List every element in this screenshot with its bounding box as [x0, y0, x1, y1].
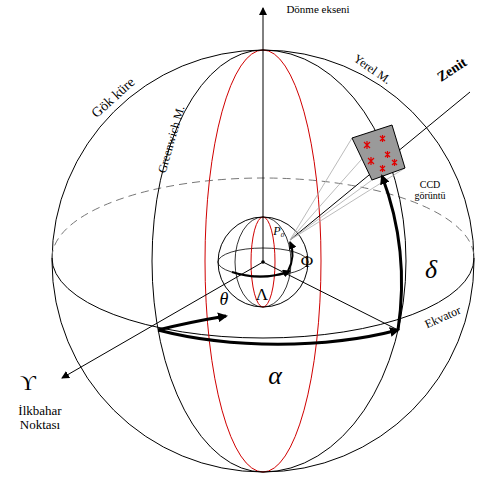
axis-label: Dönme ekseni: [286, 3, 349, 15]
angle-symbol: Φ: [301, 253, 313, 272]
zenith-label: Zenit: [434, 55, 469, 85]
vernal-symbol: ϒ: [20, 371, 36, 395]
angle-symbol: θ: [220, 290, 229, 310]
meridian-label: Greenwich M.: [156, 105, 188, 175]
angle-symbol: δ: [425, 256, 437, 285]
point-label: P₀: [273, 225, 285, 238]
meridian-label: Yerel M.: [351, 53, 393, 88]
angle-symbol: α: [268, 362, 282, 391]
angle-symbol: Λ: [256, 286, 268, 305]
ccd-label: CCD görüntü: [404, 179, 456, 201]
sphere-label: Gök küre: [88, 75, 137, 122]
vernal-label: İlkbahar Noktası: [5, 404, 75, 433]
equator-label: Ekvator: [423, 304, 463, 332]
